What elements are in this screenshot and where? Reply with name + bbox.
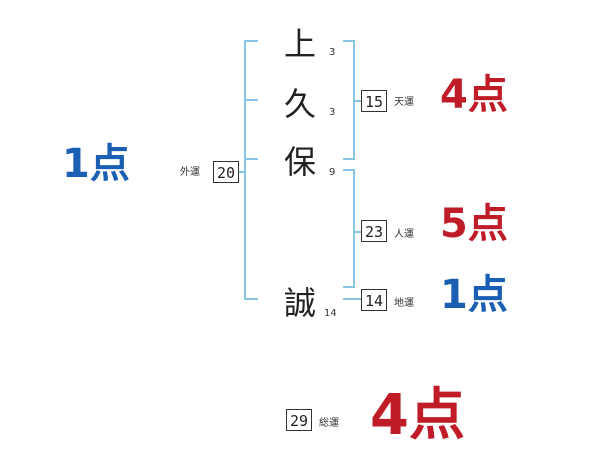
tenkaku-value-box: 15 — [361, 90, 387, 112]
left-bracket-vertical — [244, 40, 246, 300]
tenkaku-bracket-bottom — [343, 158, 355, 160]
gaikaku-score: 1点 — [62, 141, 130, 187]
jinkaku-bracket-top — [343, 169, 355, 171]
left-bracket-tick-2 — [244, 99, 258, 101]
stroke-count-2: 3 — [329, 107, 336, 118]
stroke-count-4: 14 — [324, 308, 337, 319]
soukaku-score: 4点 — [370, 383, 465, 448]
left-bracket-top-tick — [244, 40, 258, 42]
stroke-count-3: 9 — [329, 167, 336, 178]
tenkaku-score: 4点 — [440, 72, 508, 118]
tenkaku-label: 天運 — [394, 97, 414, 108]
jinkaku-value-box: 23 — [361, 220, 387, 242]
jinkaku-bracket-bottom — [343, 286, 355, 288]
jinkaku-bracket-vertical — [353, 169, 355, 288]
chikaku-value-box: 14 — [361, 289, 387, 311]
tenkaku-bracket-top — [343, 40, 355, 42]
name-char-4: 誠 — [283, 284, 316, 322]
chikaku-connector — [343, 298, 361, 300]
name-char-1: 上 — [283, 25, 316, 63]
jinkaku-label: 人運 — [394, 229, 414, 240]
left-bracket-tick-3 — [244, 158, 258, 160]
gaikaku-value-box: 20 — [213, 161, 239, 183]
left-bracket-bottom-tick — [244, 298, 258, 300]
soukaku-label: 総運 — [319, 418, 339, 429]
name-char-3: 保 — [283, 143, 316, 181]
stroke-count-1: 3 — [329, 47, 336, 58]
chikaku-label: 地運 — [394, 298, 414, 309]
soukaku-value-box: 29 — [286, 409, 312, 431]
gaikaku-connector — [239, 171, 245, 173]
tenkaku-connector — [353, 100, 361, 102]
jinkaku-connector — [353, 231, 361, 233]
gaikaku-label: 外運 — [180, 167, 200, 178]
chikaku-score: 1点 — [440, 272, 508, 318]
name-char-2: 久 — [283, 85, 316, 123]
jinkaku-score: 5点 — [440, 201, 508, 247]
